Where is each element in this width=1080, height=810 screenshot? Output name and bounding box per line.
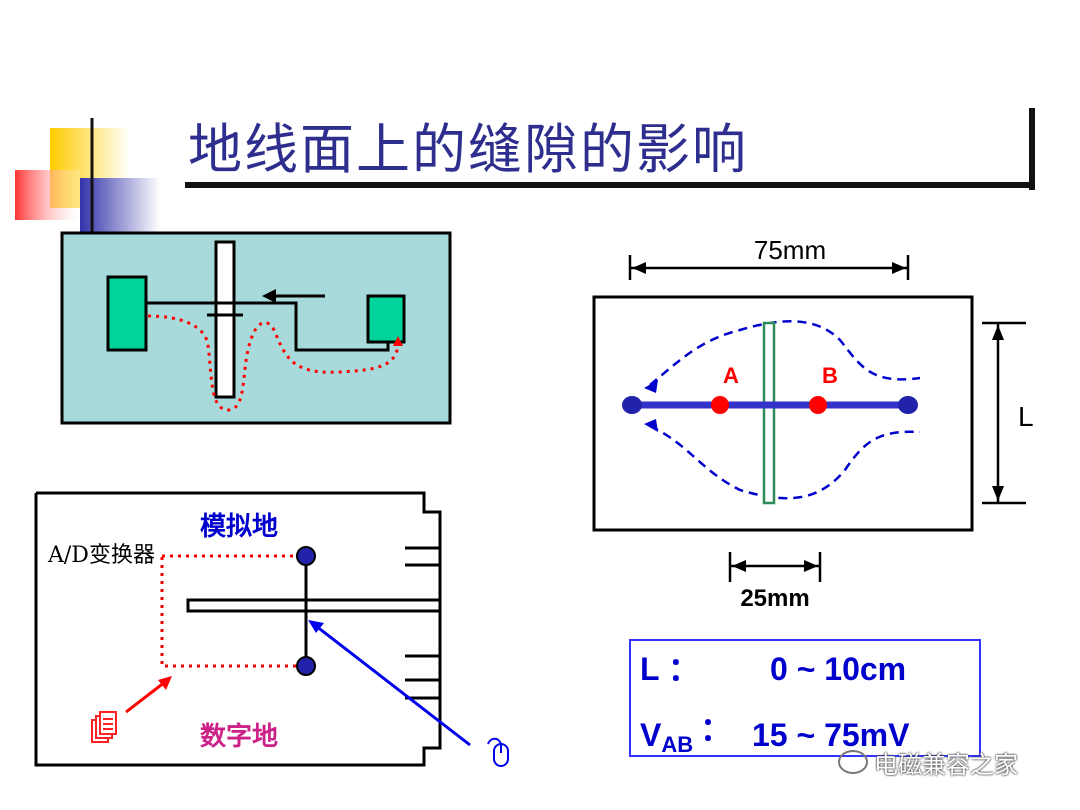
watermark-text: 电磁兼容之家 <box>874 750 1018 779</box>
row1-value: 0 ~ 10cm <box>770 651 906 687</box>
row2-value: 15 ~ 75mV <box>752 717 910 753</box>
row1-label: L ： <box>640 651 700 687</box>
ornament-red-square <box>15 170 80 220</box>
ad-board-outline <box>34 491 442 767</box>
current-flow-bottom <box>649 424 921 500</box>
signal-trace <box>146 301 390 352</box>
digital-ground-label: 数字地 <box>200 721 278 752</box>
watermark: 电磁兼容之家 <box>838 748 1018 779</box>
ad-converter-box <box>160 554 308 668</box>
return-current-path <box>147 314 400 412</box>
mouse-icon <box>487 737 509 767</box>
blue-pointer-arrow <box>315 624 471 747</box>
converter-label: A/D变换器 <box>47 543 155 568</box>
svg-text:VAB: VAB <box>640 717 693 757</box>
current-flow-top <box>649 320 921 386</box>
row2-label-sub: AB <box>661 732 693 757</box>
slot-dimension-label: 25mm <box>740 585 809 612</box>
split-slot <box>186 598 442 613</box>
analog-ground-label: 模拟地 <box>200 512 278 542</box>
point-b-marker <box>809 396 827 414</box>
slot <box>762 321 776 505</box>
point-a-label: A <box>723 363 739 388</box>
digital-ground-node <box>296 656 316 676</box>
analog-ground-node <box>296 546 316 566</box>
row2-label-main: V <box>640 717 662 753</box>
left-component <box>106 275 148 352</box>
point-b-label: B <box>822 363 838 388</box>
page-title: 地线面上的缝隙的影响 <box>188 118 748 181</box>
height-dimension-label: L <box>1018 401 1034 432</box>
ground-slot <box>214 240 236 399</box>
row2-colon: ： <box>700 711 732 747</box>
wechat-icon <box>838 750 868 774</box>
right-component <box>366 294 406 344</box>
point-a-marker <box>711 396 729 414</box>
red-pointer-arrow <box>125 680 166 714</box>
width-dimension-label: 75mm <box>754 235 826 265</box>
title-ornament <box>15 108 1040 238</box>
document-icon <box>91 711 117 743</box>
